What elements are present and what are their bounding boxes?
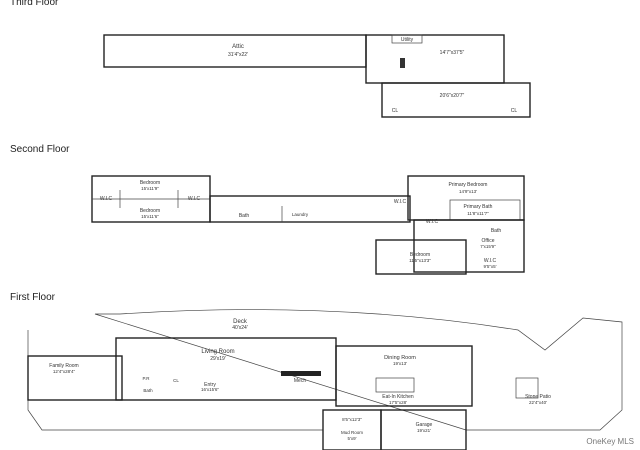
closet-label-right: CL	[511, 108, 518, 114]
stairs-mark	[400, 58, 405, 68]
watermark: OneKey MLS	[586, 437, 634, 446]
property-outline	[27, 309, 623, 431]
second-hall-block	[209, 195, 411, 223]
deck-label: Deck	[233, 319, 248, 325]
bedroom3-label: Bedroom	[410, 252, 430, 258]
patio-feature	[515, 377, 539, 399]
wic-lower-label: W.I.C	[426, 219, 439, 225]
second-floor-title: Second Floor	[10, 144, 70, 155]
first-floor-plan: Deck 40'x24' Family Room 12'4"x28'4" Liv…	[27, 309, 623, 450]
family-room-dim: 12'4"x28'4"	[53, 369, 76, 374]
primary-bath-room	[449, 199, 521, 221]
primary-bath-dim: 11'8"x11'7"	[467, 211, 489, 216]
office-label: Office	[482, 238, 495, 244]
family-room	[27, 355, 123, 401]
bedroom2-label: Bedroom	[140, 208, 160, 214]
closet-first-label: CL	[173, 378, 179, 383]
third-floor-title: Third Floor	[10, 0, 59, 8]
wic-primary-label: W.I.C	[394, 199, 407, 205]
family-room-label: Family Room	[49, 363, 78, 369]
entry-label: Entry	[204, 382, 216, 388]
living-room-dim: 29'x19'	[210, 356, 226, 362]
second-right-lower	[413, 219, 525, 273]
third-lower-dim: 20'6"x20'7"	[440, 93, 465, 99]
bath-first-label: Bath	[143, 388, 153, 393]
primary-bedroom-label: Primary Bedroom	[449, 182, 488, 188]
first-floor-title: First Floor	[10, 292, 55, 303]
stone-patio-dim: 22'4"x40'	[529, 400, 547, 405]
third-upper-room	[365, 34, 505, 84]
laundry-label: Laundry	[292, 212, 309, 217]
dining-room-label: Dining Room	[384, 355, 416, 361]
mech-label: Mech	[294, 378, 306, 384]
third-upper-dim: 14'7"x37'5"	[440, 50, 465, 56]
bedroom1-dim: 15'x11'9"	[141, 186, 159, 191]
dining-room-dim: 19'x13'	[393, 361, 407, 366]
stone-patio-label: Stone Patio	[525, 394, 551, 400]
attic-label: Attic	[232, 44, 244, 50]
kitchen-dim: 17'5"x28'	[389, 400, 407, 405]
garage-label: Garage	[416, 422, 433, 428]
entry-dim: 16'x15'6"	[201, 387, 219, 392]
bath-primary-label: Bath	[491, 228, 502, 234]
bedroom1-label: Bedroom	[140, 180, 160, 186]
mech-bar	[281, 371, 321, 376]
attic-dim: 31'4"x22'	[228, 52, 248, 58]
mud-room-label: Mud Room	[341, 430, 363, 435]
mud-room-dim: 5'x9'	[348, 436, 357, 441]
utility-label: Utility	[401, 37, 414, 43]
wic-office-label: W.I.C	[484, 258, 497, 264]
office-dim: 7'x15'9"	[480, 244, 496, 249]
small-room-dim: 8'5"x12'3"	[342, 417, 362, 422]
closet-label-left: CL	[392, 108, 399, 114]
primary-bath-label: Primary Bath	[464, 204, 493, 210]
third-floor-plan: Attic 31'4"x22' Utility 14'7"x37'5" 20'6…	[103, 34, 531, 118]
second-floor-plan: Bedroom 15'x11'9" W.I.C W.I.C Bedroom 15…	[91, 175, 525, 275]
wic-left-label: W.I.C	[100, 196, 113, 202]
utility-room	[391, 34, 423, 44]
kitchen-island	[375, 377, 415, 393]
kitchen-label: Eat-In Kitchen	[382, 394, 414, 400]
mud-room-block	[322, 409, 382, 450]
attic-room	[103, 34, 367, 68]
dining-kitchen-block	[335, 345, 473, 407]
bedroom2-dim: 15'x11'6"	[141, 214, 159, 219]
living-room-label: Living Room	[201, 349, 234, 355]
wic-office-dim: 9'5"x5'	[483, 264, 496, 269]
powder-room-label: P.R	[143, 376, 151, 381]
deck-dim: 40'x24'	[232, 325, 248, 331]
garage-dim: 19'x21'	[417, 428, 431, 433]
third-lower-room	[381, 82, 531, 118]
bath2-label: Bath	[239, 213, 250, 219]
bedroom3-room	[375, 239, 467, 275]
bedroom3-dim: 11'5"x13'3"	[409, 258, 431, 263]
wic-right-label: W.I.C	[188, 196, 201, 202]
primary-bedroom-dim: 14'9"x13'	[459, 189, 477, 194]
